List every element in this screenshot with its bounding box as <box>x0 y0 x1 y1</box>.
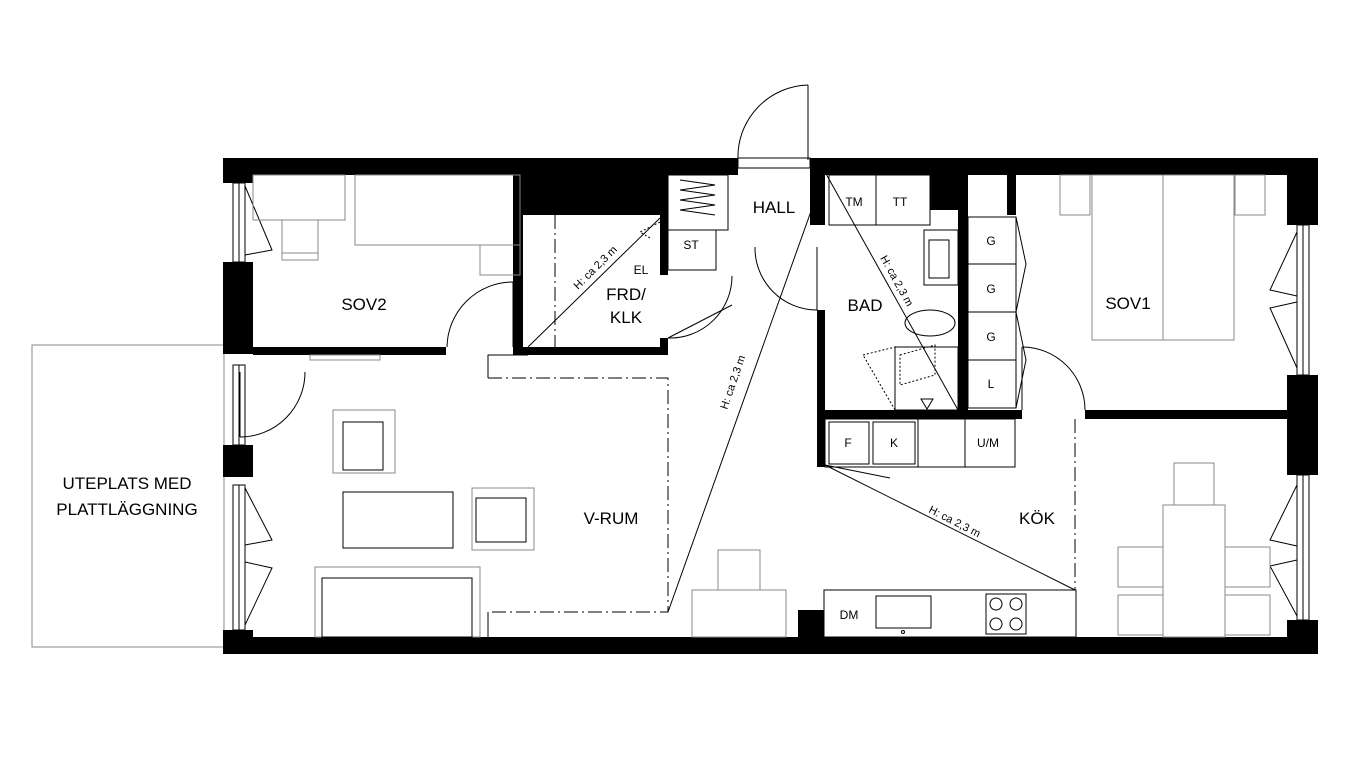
interior-walls <box>253 175 1287 640</box>
ceiling-lines <box>527 171 1076 613</box>
vrum-edge <box>487 354 528 378</box>
fixture-label-el: EL <box>634 263 649 277</box>
height-label-kok: H: ca 2,3 m <box>927 504 983 540</box>
fixture-label-l: L <box>988 377 995 391</box>
room-label-bad: BAD <box>848 296 883 315</box>
dining-set <box>1117 462 1271 638</box>
fixture-label-um: U/M <box>977 436 999 450</box>
room-label-sov1: SOV1 <box>1105 294 1150 313</box>
terrace-outline <box>31 344 225 648</box>
room-label-hall: HALL <box>753 198 796 217</box>
outer-walls <box>223 158 1318 654</box>
area-boundaries <box>488 215 1076 613</box>
room-label-sov2: SOV2 <box>341 295 386 314</box>
terrace-label-1: UTEPLATS MED <box>62 474 191 493</box>
windows-left <box>232 182 273 631</box>
kitchen-counter <box>823 589 1077 638</box>
frd-fixtures <box>638 174 729 271</box>
fixture-label-dm: DM <box>840 608 859 622</box>
entrance-door <box>737 84 811 169</box>
sov2-furniture <box>252 174 521 361</box>
hall-furniture <box>691 549 787 638</box>
fixture-label-tt: TT <box>893 195 908 209</box>
fixture-label-st: ST <box>683 238 699 252</box>
fixture-label-g3: G <box>986 330 995 344</box>
fixture-label-g1: G <box>986 234 995 248</box>
fixture-label-k: K <box>890 436 898 450</box>
fixture-label-f: F <box>844 436 851 450</box>
windows-right <box>1269 224 1310 621</box>
hall-cabinets <box>967 216 1027 409</box>
vrum-furniture <box>314 409 535 638</box>
kitchen-cabinets <box>824 418 1016 468</box>
fixture-label-tm: TM <box>845 195 862 209</box>
room-label-frd-2: KLK <box>610 308 643 327</box>
room-label-frd-1: FRD/ <box>606 285 646 304</box>
bad-fixtures <box>828 174 959 412</box>
height-label-vrum: H: ca 2,3 m <box>718 354 748 411</box>
sov1-furniture <box>1059 174 1266 341</box>
fixture-label-g2: G <box>986 282 995 296</box>
room-label-vrum: V-RUM <box>584 509 639 528</box>
room-label-kok: KÖK <box>1019 509 1056 528</box>
terrace-label-2: PLATTLÄGGNING <box>56 500 197 519</box>
